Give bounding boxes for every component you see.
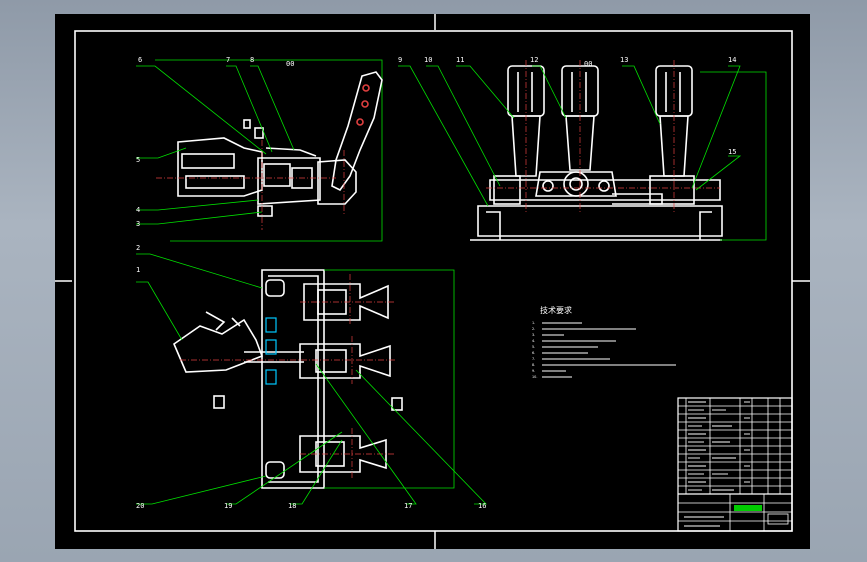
front-view bbox=[470, 65, 723, 241]
part-label-20: 20 bbox=[136, 502, 144, 510]
front-view-detail-box bbox=[700, 71, 767, 241]
technical-requirements: 技术要求 1. 2. 3. 4. 5. 6. 7. 8. 9. 10. bbox=[532, 305, 676, 379]
tech-req-line-5: 5. bbox=[532, 345, 535, 349]
top-view bbox=[173, 269, 455, 489]
part-label-13: 13 bbox=[620, 56, 628, 64]
part-label-9: 9 bbox=[398, 56, 402, 64]
tech-req-line-1: 1. bbox=[532, 321, 535, 325]
tech-req-line-9: 9. bbox=[532, 369, 535, 373]
top-view-cyan-parts bbox=[265, 317, 277, 385]
part-label-6: 6 bbox=[138, 56, 142, 64]
drawing-sheet bbox=[55, 14, 810, 549]
title-block-entries bbox=[684, 401, 750, 527]
drawing-number-box bbox=[767, 513, 789, 525]
part-label-7: 7 bbox=[226, 56, 230, 64]
tech-req-line-3: 3. bbox=[532, 333, 535, 337]
drawing-frame bbox=[74, 30, 793, 532]
front-view-centerlines bbox=[486, 60, 720, 214]
tech-req-line-2: 2. bbox=[532, 327, 535, 331]
part-label-3: 3 bbox=[136, 220, 140, 228]
tech-req-line-10: 10. bbox=[532, 375, 537, 379]
part-label-11: 11 bbox=[456, 56, 464, 64]
side-view-centerlines bbox=[156, 140, 345, 230]
tech-req-line-8: 8. bbox=[532, 363, 535, 367]
side-view-note: 00 bbox=[286, 60, 294, 68]
part-label-17: 17 bbox=[404, 502, 412, 510]
front-view-note: 00 bbox=[584, 60, 592, 68]
part-label-4: 4 bbox=[136, 206, 140, 214]
part-label-18: 18 bbox=[288, 502, 296, 510]
tech-req-line-4: 4. bbox=[532, 339, 535, 343]
part-label-5: 5 bbox=[136, 156, 140, 164]
part-label-8: 8 bbox=[250, 56, 254, 64]
tech-req-line-7: 7. bbox=[532, 357, 535, 361]
top-view-centerlines bbox=[180, 274, 396, 478]
part-label-12: 12 bbox=[530, 56, 538, 64]
part-label-10: 10 bbox=[424, 56, 432, 64]
title-block bbox=[677, 397, 793, 532]
tech-req-line-6: 6. bbox=[532, 351, 535, 355]
part-label-19: 19 bbox=[224, 502, 232, 510]
sheet-center-marks bbox=[55, 14, 810, 549]
part-labels: 1 2 3 4 5 6 7 8 9 10 11 12 13 14 15 16 1… bbox=[136, 56, 736, 510]
part-label-16: 16 bbox=[478, 502, 486, 510]
part-label-2: 2 bbox=[136, 244, 140, 252]
part-label-15: 15 bbox=[728, 148, 736, 156]
drawing-title-stamp bbox=[734, 505, 762, 511]
tech-req-title: 技术要求 bbox=[540, 305, 572, 315]
part-label-1: 1 bbox=[136, 266, 140, 274]
leader-lines bbox=[136, 65, 742, 505]
part-label-14: 14 bbox=[728, 56, 736, 64]
